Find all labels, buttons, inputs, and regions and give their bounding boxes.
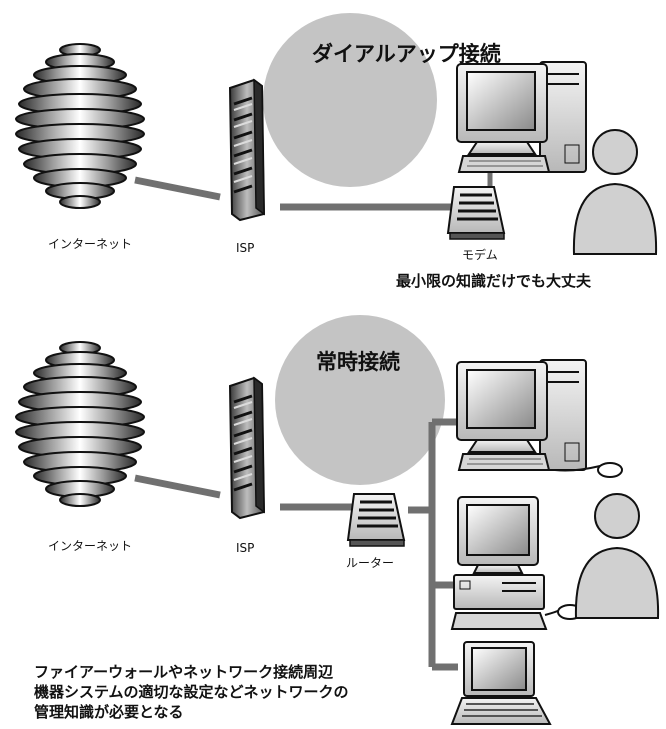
router-icon <box>346 492 406 548</box>
desktop-pc-icon <box>456 61 587 173</box>
dialup-title: ダイアルアップ接続 <box>312 42 501 66</box>
always-on-note-line: 管理知識が必要となる <box>34 703 184 721</box>
mouse-cord <box>554 465 601 472</box>
always-on-title: 常時接続 <box>316 350 400 374</box>
always-on-note-line: 機器システムの適切な設定などネットワークの <box>34 683 349 701</box>
always-on-note-line: ファイアーウォールやネットワーク接続周辺 <box>34 663 334 681</box>
always-on-router-label: ルーター <box>346 556 395 570</box>
modem-icon <box>446 185 506 241</box>
internet-globe-icon <box>15 341 145 507</box>
always-on-panel <box>15 315 660 725</box>
always-on-bubble <box>275 315 445 485</box>
dialup-panel <box>15 13 658 255</box>
desktop-pc-icon <box>451 496 547 630</box>
always-on-internet-label: インターネット <box>48 539 133 553</box>
dialup-isp-label: ISP <box>236 241 255 255</box>
always-on-isp-label: ISP <box>236 541 255 555</box>
isp-server-icon <box>228 78 266 222</box>
always-on-cable-internet-isp <box>134 474 221 499</box>
dialup-bubble <box>263 13 437 187</box>
dialup-internet-label: インターネット <box>48 237 133 251</box>
dialup-modem-label: モデム <box>462 248 498 262</box>
laptop-icon <box>451 641 551 725</box>
isp-server-icon <box>228 376 266 520</box>
mouse-icon <box>597 462 623 478</box>
internet-globe-icon <box>15 43 145 209</box>
always-on-note: ファイアーウォールやネットワーク接続周辺 機器システムの適切な設定などネットワー… <box>34 662 349 722</box>
dialup-note: 最小限の知識だけでも大丈夫 <box>396 272 592 290</box>
dialup-cable-internet-isp <box>134 176 221 201</box>
user-person-icon <box>574 493 660 619</box>
desktop-pc-icon <box>456 359 587 471</box>
